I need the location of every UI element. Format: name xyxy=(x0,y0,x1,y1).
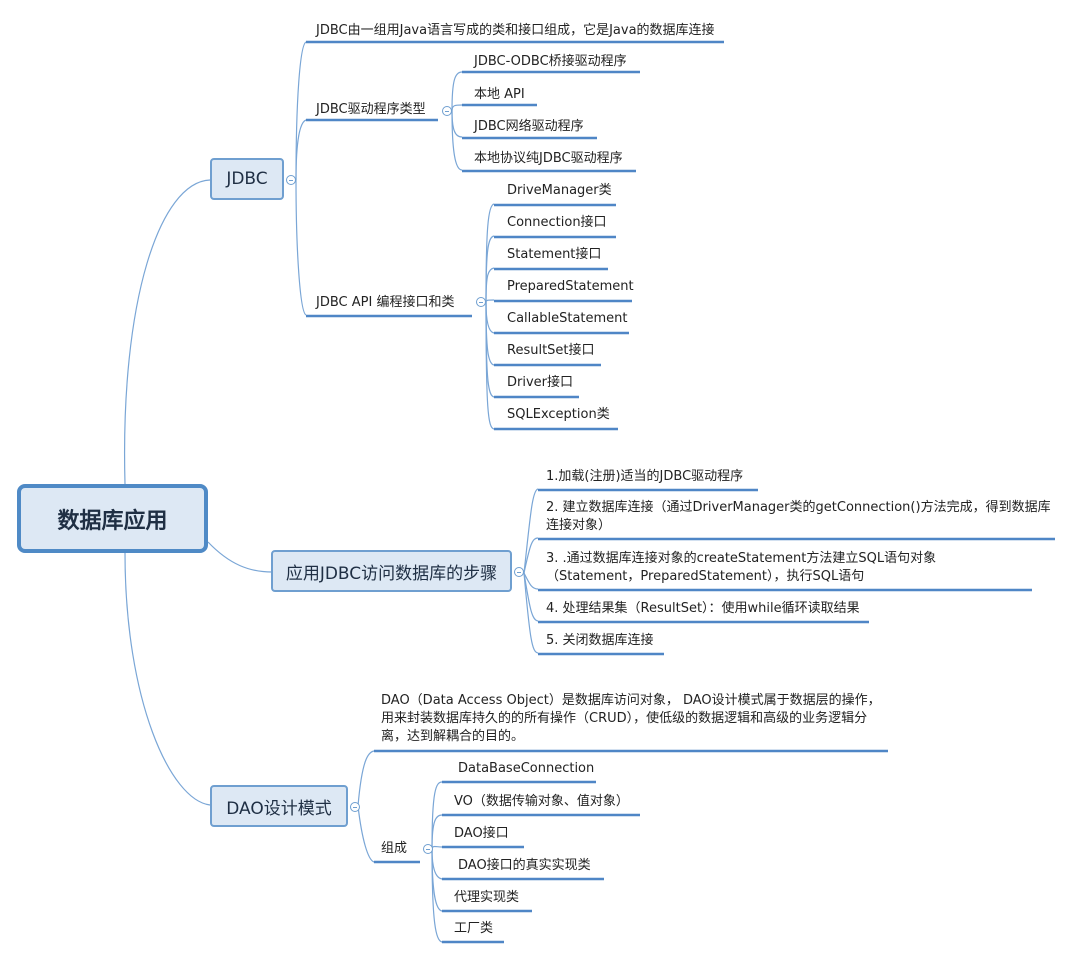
driver-type-1[interactable]: JDBC-ODBC桥接驱动程序 xyxy=(474,54,627,69)
node-steps[interactable]: 应用JDBC访问数据库的步骤 xyxy=(271,550,512,592)
node-dao[interactable]: DAO设计模式 xyxy=(210,785,348,827)
jdbc-definition: JDBC由一组用Java语言写成的类和接口组成，它是Java的数据库连接 xyxy=(316,23,715,38)
component-2[interactable]: VO（数据传输对象、值对象） xyxy=(454,794,629,809)
api-item-2[interactable]: Connection接口 xyxy=(507,215,607,230)
collapse-dao-icon[interactable] xyxy=(350,802,360,812)
connector-jdbc-types xyxy=(295,119,307,181)
driver-type-4[interactable]: 本地协议纯JDBC驱动程序 xyxy=(474,151,623,166)
step-4[interactable]: 4. 处理结果集（ResultSet）：使用while循环读取结果 xyxy=(546,601,860,616)
connector-jdbc-api xyxy=(295,179,307,316)
connector-jdbc-def xyxy=(295,41,307,181)
step-2[interactable]: 2. 建立数据库连接（通过DriverManager类的getConnectio… xyxy=(546,500,1051,533)
collapse-driver-types-icon[interactable] xyxy=(442,106,452,116)
step-1[interactable]: 1.加载(注册)适当的JDBC驱动程序 xyxy=(546,469,744,484)
api-item-3[interactable]: Statement接口 xyxy=(507,247,602,262)
api-item-8[interactable]: SQLException类 xyxy=(507,407,610,422)
component-1[interactable]: DataBaseConnection xyxy=(458,761,595,776)
collapse-jdbc-icon[interactable] xyxy=(286,175,296,185)
component-5[interactable]: 代理实现类 xyxy=(454,890,520,905)
collapse-jdbc-api-icon[interactable] xyxy=(476,297,486,307)
node-dao-components[interactable]: 组成 xyxy=(381,841,408,856)
node-driver-types[interactable]: JDBC驱动程序类型 xyxy=(316,102,426,117)
api-item-1[interactable]: DriveManager类 xyxy=(507,183,612,198)
driver-type-3[interactable]: JDBC网络驱动程序 xyxy=(474,119,584,134)
component-3[interactable]: DAO接口 xyxy=(454,826,509,841)
component-4[interactable]: DAO接口的真实实现类 xyxy=(458,858,591,873)
component-6[interactable]: 工厂类 xyxy=(454,921,494,936)
root-node[interactable]: 数据库应用 xyxy=(17,484,208,553)
driver-type-2[interactable]: 本地 API xyxy=(474,87,525,102)
connector-root-steps xyxy=(207,541,273,573)
api-item-4[interactable]: PreparedStatement xyxy=(507,279,634,294)
api-item-5[interactable]: CallableStatement xyxy=(507,311,628,326)
node-jdbc[interactable]: JDBC xyxy=(210,158,284,200)
collapse-components-icon[interactable] xyxy=(423,844,433,854)
node-jdbc-api[interactable]: JDBC API 编程接口和类 xyxy=(316,295,455,310)
api-item-6[interactable]: ResultSet接口 xyxy=(507,343,595,358)
collapse-steps-icon[interactable] xyxy=(514,567,524,577)
dao-definition: DAO（Data Access Object）是数据库访问对象， DAO设计模式… xyxy=(381,693,881,744)
step-5[interactable]: 5. 关闭数据库连接 xyxy=(546,633,654,648)
connector-root-jdbc xyxy=(123,179,211,485)
step-3[interactable]: 3. .通过数据库连接对象的createStatement方法建立SQL语句对象… xyxy=(546,551,937,584)
api-item-7[interactable]: Driver接口 xyxy=(507,375,574,390)
connector-root-dao xyxy=(124,552,211,806)
